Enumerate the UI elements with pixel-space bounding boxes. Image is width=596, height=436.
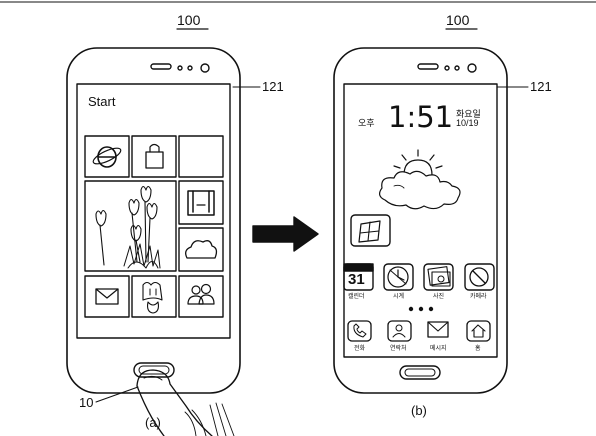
finger-ref: 10: [79, 395, 94, 410]
film-tile: [178, 180, 224, 225]
dock-label-phone: 전화: [354, 346, 366, 352]
app-label-camera: 카메라: [470, 294, 487, 300]
page-dot-3: [428, 306, 434, 312]
envelope-icon: [95, 288, 119, 305]
start-label: Start: [88, 94, 116, 109]
game-tile: [131, 275, 177, 318]
left-sensor-icon: [177, 65, 183, 71]
left-phone: [66, 47, 261, 394]
internet-explorer-icon: [92, 146, 122, 168]
sun-cloud-icon: [379, 149, 461, 210]
weekday-label: 화요일: [456, 109, 481, 119]
screen-ref-right: 121: [530, 79, 552, 94]
caption-right: (b): [411, 403, 427, 418]
game-controller-icon: [142, 281, 163, 314]
calendar-icon: [343, 263, 374, 291]
figure-ref-left: 100: [177, 12, 201, 28]
left-phone-body: [66, 47, 241, 394]
screen-ref-left: 121: [262, 79, 284, 94]
ampm-label: 오후: [358, 118, 375, 128]
right-phone: [333, 47, 529, 394]
photo-tile: [84, 180, 177, 272]
calendar-day-number: 31: [348, 271, 365, 288]
left-speaker-icon: [150, 63, 172, 70]
clock-icon: [383, 263, 414, 291]
dock-label-message: 메시지: [430, 346, 447, 352]
right-home-button: [399, 365, 441, 380]
right-home-button-inner: [404, 368, 436, 377]
caption-left: (a): [145, 415, 161, 430]
app-label-calendar: 캘린더: [348, 294, 365, 300]
people-icon: [187, 283, 215, 305]
phone-icon: [347, 320, 372, 342]
page-dot: [408, 306, 414, 312]
tulips-image: [95, 185, 161, 269]
transition-arrow-icon: [252, 216, 319, 252]
ie-tile: [84, 135, 130, 178]
mail-tile: [84, 275, 130, 318]
dock-label-home: 홈: [475, 346, 481, 352]
left-camera-icon: [200, 63, 210, 73]
app-label-photos: 사진: [433, 294, 445, 300]
left-phone-screen: [76, 83, 231, 339]
home-icon: [466, 320, 491, 342]
store-tile: [131, 135, 177, 178]
photos-icon: [423, 263, 454, 291]
dock-label-contacts: 연락처: [390, 346, 407, 352]
page-dot-2: [418, 306, 424, 312]
camera-icon: [464, 263, 495, 291]
date-label: 10/19: [456, 118, 479, 128]
shopping-bag-icon: [145, 143, 164, 169]
contacts-icon: [387, 320, 412, 342]
blank-tile: [178, 135, 224, 178]
right-phone-body: [333, 47, 508, 394]
figure-ref-right: 100: [446, 12, 470, 28]
right-speaker-icon: [417, 63, 439, 70]
left-home-button-inner: [138, 365, 170, 375]
right-camera-icon: [467, 63, 477, 73]
windows-logo-icon: [350, 214, 391, 247]
people-tile: [178, 275, 224, 318]
app-label-clock: 시계: [393, 294, 405, 300]
right-sensor-icon-2: [454, 65, 460, 71]
weather-tile: [178, 227, 224, 272]
right-phone-screen: [343, 83, 498, 358]
clock-time: 1:51: [388, 100, 454, 134]
message-icon: [427, 321, 449, 338]
finger-illustration: [95, 369, 235, 436]
left-sensor-icon-2: [187, 65, 193, 71]
film-icon: [187, 190, 215, 216]
right-sensor-icon: [444, 65, 450, 71]
cloud-icon: [185, 240, 218, 259]
